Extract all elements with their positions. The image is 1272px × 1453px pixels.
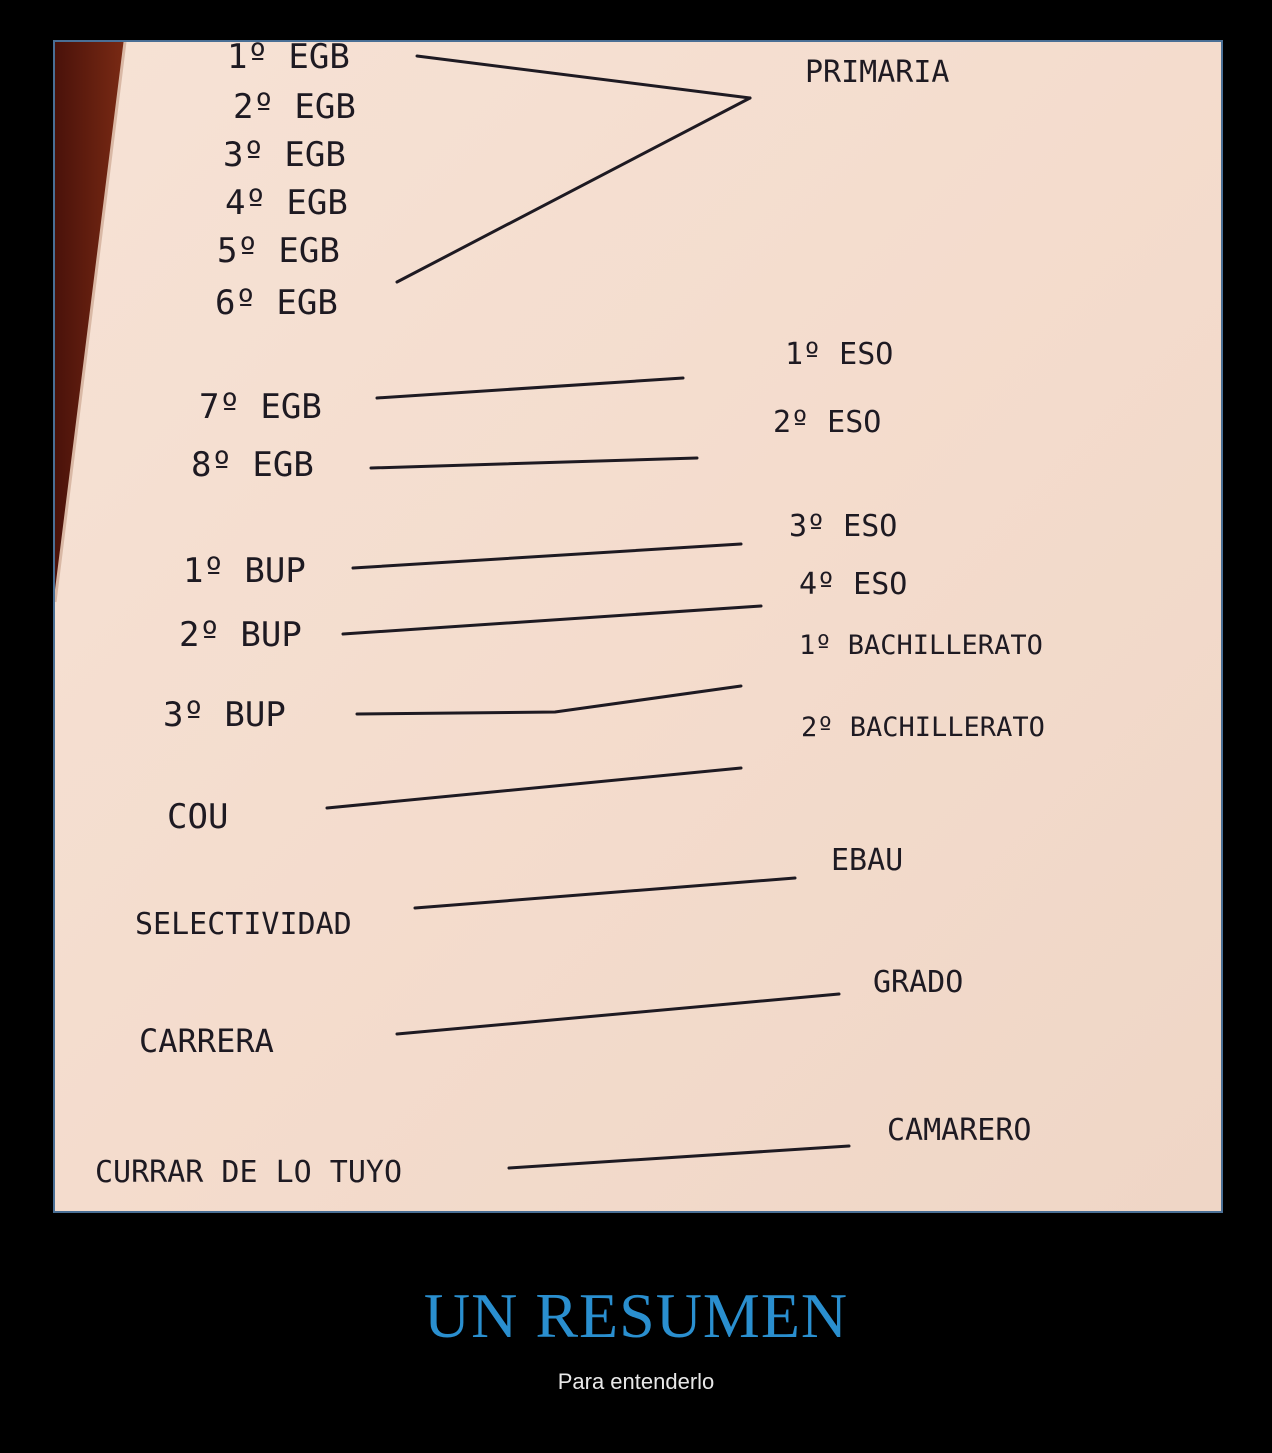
connector-7egb [375,376,685,400]
connector-currar [507,1144,851,1170]
right-item-8: EBAU [831,843,903,878]
right-item-6: 1º BACHILLERATO [799,630,1043,661]
left-item-3: 3º EGB [223,135,346,175]
left-item-14: CARRERA [139,1022,274,1060]
photo-frame: 1º EGB 2º EGB 3º EGB 4º EGB 5º EGB 6º EG… [53,40,1223,1213]
left-item-8: 8º EGB [191,445,314,485]
right-item-3: 2º ESO [773,405,881,440]
left-item-10: 2º BUP [179,615,302,655]
right-item-7: 2º BACHILLERATO [801,712,1045,743]
paper-sheet [55,42,1221,1211]
left-item-13: SELECTIVIDAD [135,907,352,942]
left-item-1: 1º EGB [227,42,350,77]
left-item-11: 3º BUP [163,695,286,735]
connector-cou [325,766,743,810]
connector-1bup [351,542,743,570]
left-item-5: 5º EGB [217,231,340,271]
paper-edge [55,42,127,603]
left-item-7: 7º EGB [199,387,322,427]
left-item-15: CURRAR DE LO TUYO [95,1155,402,1190]
right-item-10: CAMARERO [887,1113,1032,1148]
connector-3bup [355,684,743,716]
connector-2bup [341,604,763,636]
left-item-6: 6º EGB [215,283,338,323]
poster-subtitle: Para entenderlo [557,1369,715,1394]
right-item-4: 3º ESO [789,509,897,544]
left-item-2: 2º EGB [233,87,356,127]
left-item-9: 1º BUP [183,551,306,591]
right-item-5: 4º ESO [799,567,907,602]
poster-title: UN RESUMEN [423,1280,849,1351]
connector-8egb [369,456,699,470]
left-item-4: 4º EGB [225,183,348,223]
right-item-9: GRADO [873,965,963,1000]
bracket-line-top [415,54,752,100]
handwritten-note-photo: 1º EGB 2º EGB 3º EGB 4º EGB 5º EGB 6º EG… [55,42,1221,1211]
right-item-2: 1º ESO [785,337,893,372]
bracket-line-bottom [395,96,752,284]
connector-carrera [395,992,841,1036]
right-item-1: PRIMARIA [805,55,950,90]
left-item-12: COU [167,797,228,837]
connector-selectividad [413,876,797,910]
